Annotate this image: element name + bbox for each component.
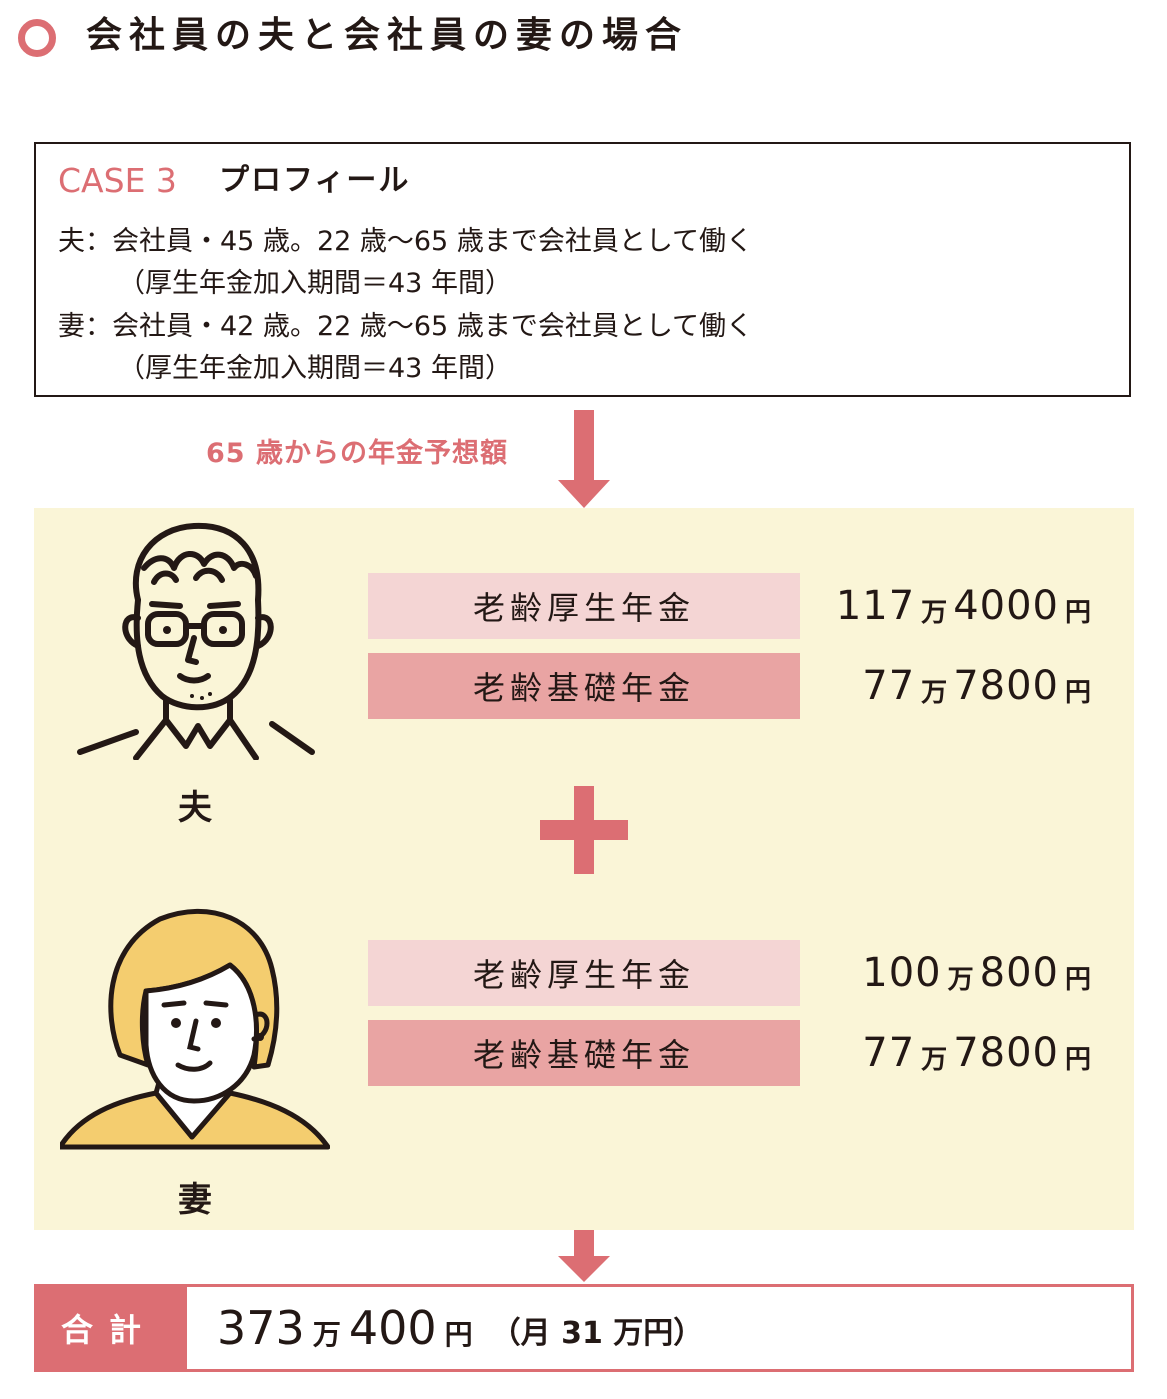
wife-kiso-amount: 77 万 7800 円 [767, 1020, 1097, 1086]
total-rest: 400 [348, 1301, 437, 1355]
unit-man: 万 [947, 964, 974, 995]
unit-man: 万 [921, 677, 948, 708]
amount-rest: 4000 [953, 583, 1059, 629]
amount-man: 117 [835, 583, 916, 629]
plus-icon [540, 786, 628, 874]
unit-man: 万 [921, 597, 948, 628]
husband-kosei-pill: 老齢厚生年金 [368, 573, 800, 639]
wife-kiso-pill: 老齢基礎年金 [368, 1020, 800, 1086]
husband-illustration [77, 522, 315, 760]
unit-yen: 円 [1064, 597, 1091, 628]
title-bullet-icon [18, 19, 56, 57]
down-arrow-icon [558, 410, 610, 508]
unit-yen: 円 [1064, 964, 1091, 995]
total-man-unit: 万 [312, 1318, 341, 1351]
profile-line-wife-note: （厚生年金加入期間＝43 年間） [118, 353, 512, 384]
total-man: 373 [217, 1301, 305, 1355]
down-arrow-icon [558, 1230, 610, 1282]
arrow-label: 65 歳からの年金予想額 [206, 438, 508, 469]
profile-line-husband: 夫：会社員・45 歳。22 歳〜65 歳まで会社員として働く [58, 226, 754, 257]
case-title: プロフィール [219, 163, 411, 198]
husband-label: 夫 [178, 788, 212, 828]
amount-rest: 800 [979, 950, 1059, 996]
husband-kosei-amount: 117 万 4000 円 [767, 573, 1097, 639]
unit-yen: 円 [1064, 677, 1091, 708]
unit-yen: 円 [1064, 1044, 1091, 1075]
husband-kiso-amount: 77 万 7800 円 [767, 653, 1097, 719]
case-label: CASE 3 [58, 161, 177, 200]
total-monthly: （月 31 万円） [490, 1316, 704, 1351]
amount-man: 77 [862, 663, 916, 709]
amount-man: 77 [862, 1030, 916, 1076]
total-box: 373 万 400 円 （月 31 万円） [184, 1284, 1134, 1372]
profile-line-husband-note: （厚生年金加入期間＝43 年間） [118, 268, 512, 299]
total-amount: 373 万 400 円 （月 31 万円） [217, 1287, 703, 1369]
total-label: 合計 [34, 1284, 184, 1372]
amount-man: 100 [862, 950, 942, 996]
wife-kosei-amount: 100 万 800 円 [767, 940, 1097, 1006]
total-yen-unit: 円 [444, 1318, 473, 1351]
wife-label: 妻 [178, 1180, 212, 1220]
husband-kiso-pill: 老齢基礎年金 [368, 653, 800, 719]
unit-man: 万 [921, 1044, 948, 1075]
profile-box: CASE 3 プロフィール 夫：会社員・45 歳。22 歳〜65 歳まで会社員と… [34, 142, 1131, 397]
amount-rest: 7800 [953, 1030, 1059, 1076]
wife-illustration [60, 908, 330, 1150]
wife-kosei-pill: 老齢厚生年金 [368, 940, 800, 1006]
amount-rest: 7800 [953, 663, 1059, 709]
profile-line-wife: 妻：会社員・42 歳。22 歳〜65 歳まで会社員として働く [58, 311, 754, 342]
page-title: 会社員の夫と会社員の妻の場合 [86, 15, 689, 56]
